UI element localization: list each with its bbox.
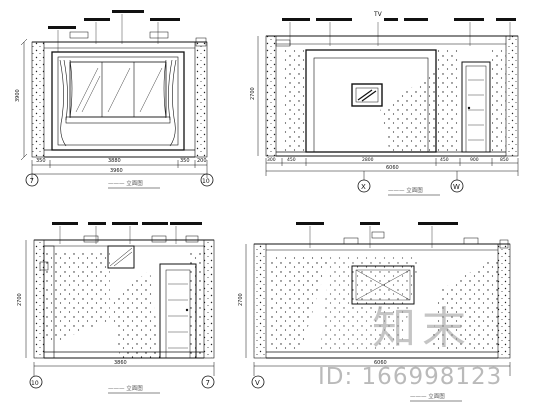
- p2-dim-left: 2700: [250, 87, 256, 100]
- p2-dim-2: 450: [287, 157, 296, 163]
- p2-dim-5: 900: [470, 157, 479, 163]
- p2-tv-label: TV: [373, 11, 383, 18]
- panel-3-elevation: 2700 3860 10 7 ——— 立面图: [17, 222, 215, 394]
- p1-dim-left: 3900: [15, 89, 21, 102]
- panel-4-elevation: 2700 6060 V ——— 立面图: [238, 222, 511, 402]
- p2-title: ——— 立面图: [388, 186, 423, 194]
- p1-dim-1: 350: [36, 158, 46, 164]
- p2-dim-4: 450: [440, 157, 449, 163]
- p1-dim-4: 200: [197, 158, 207, 164]
- p2-dim-6: 850: [500, 157, 509, 163]
- panel-1-elevation: 350 3880 350 200 3960 3900 7 10 ——— 立面图: [15, 10, 214, 189]
- p1-axis-right: 10: [202, 178, 210, 185]
- p3-axis-left: 10: [31, 380, 39, 387]
- watermark-id: ID: 166998123: [318, 364, 503, 390]
- p1-title: ——— 立面图: [108, 179, 143, 187]
- p1-dim-total: 3960: [110, 168, 123, 174]
- p1-axis-left: 7: [30, 177, 34, 185]
- p3-title: ——— 立面图: [108, 384, 143, 392]
- p2-axis-left: X: [361, 183, 366, 191]
- p2-dim-1: 300: [267, 157, 276, 163]
- p1-dim-2: 3880: [108, 158, 121, 164]
- p4-title: ——— 立面图: [410, 392, 445, 400]
- p3-dim-left: 2700: [17, 293, 23, 306]
- p4-axis-left: V: [255, 379, 260, 387]
- p2-axis-right: W: [453, 183, 460, 191]
- p4-dim-left: 2700: [238, 293, 244, 306]
- p3-dim-1: 3860: [114, 360, 127, 366]
- p4-dim-1: 6060: [374, 360, 387, 366]
- watermark-logo: 知末: [372, 303, 472, 354]
- p1-dim-3: 350: [180, 158, 190, 164]
- p2-dim-3: 2800: [362, 157, 374, 163]
- p3-axis-right: 7: [206, 379, 210, 387]
- panel-2-elevation: TV 2700 300 450 2800 450 900 850 6060 X …: [250, 11, 519, 196]
- p2-dim-total: 6060: [386, 165, 399, 171]
